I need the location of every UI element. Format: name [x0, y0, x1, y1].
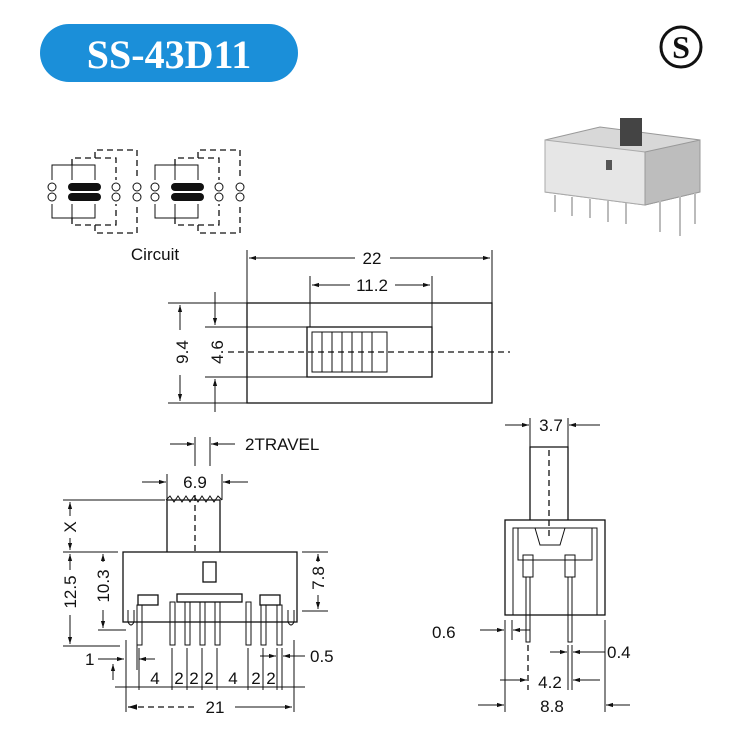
brand-logo: S — [659, 25, 703, 69]
product-photo — [544, 118, 701, 236]
pitch-7: 2 — [266, 669, 275, 688]
pitch-4: 2 — [204, 669, 213, 688]
dim-side-actuator: 3.7 — [539, 416, 563, 435]
dim-height: 9.4 — [173, 340, 192, 364]
top-view: 22 11.2 9.4 4.6 — [168, 249, 510, 412]
circuit-label: Circuit — [131, 245, 179, 264]
side-view: 3.7 0.6 0.4 4.2 8.8 — [432, 416, 631, 716]
title-badge: SS-43D11 — [40, 24, 298, 82]
dim-slot: 11.2 — [356, 276, 388, 295]
dim-x: X — [61, 521, 80, 532]
dim-side-pin-width: 0.4 — [607, 643, 631, 662]
front-view: 2TRAVEL 6.9 X 12.5 10.3 7.8 1 0.5 4 — [61, 435, 334, 717]
pitch-5: 4 — [228, 669, 237, 688]
dim-body-height: 10.3 — [94, 569, 113, 602]
model-title: SS-43D11 — [87, 32, 252, 77]
circuit-diagram: Circuit — [47, 149, 245, 264]
dim-slot-height: 4.6 — [208, 340, 227, 364]
dim-length: 22 — [363, 249, 382, 268]
dim-width: 21 — [206, 698, 225, 717]
pitch-6: 2 — [251, 669, 260, 688]
dim-total-height: 12.5 — [61, 575, 80, 608]
dim-pin-thick: 0.6 — [432, 623, 456, 642]
pitch-3: 2 — [189, 669, 198, 688]
brand-letter: S — [672, 29, 690, 65]
dim-pin-width: 0.5 — [310, 647, 334, 666]
dim-pin-spacing: 4.2 — [538, 673, 562, 692]
dim-side-width: 8.8 — [540, 697, 564, 716]
dim-side-height: 7.8 — [309, 566, 328, 590]
pitch-1: 4 — [150, 669, 159, 688]
pitch-2: 2 — [174, 669, 183, 688]
dim-travel: 2TRAVEL — [245, 435, 319, 454]
dim-actuator-width: 6.9 — [183, 473, 207, 492]
dim-pin-offset: 1 — [85, 650, 94, 669]
